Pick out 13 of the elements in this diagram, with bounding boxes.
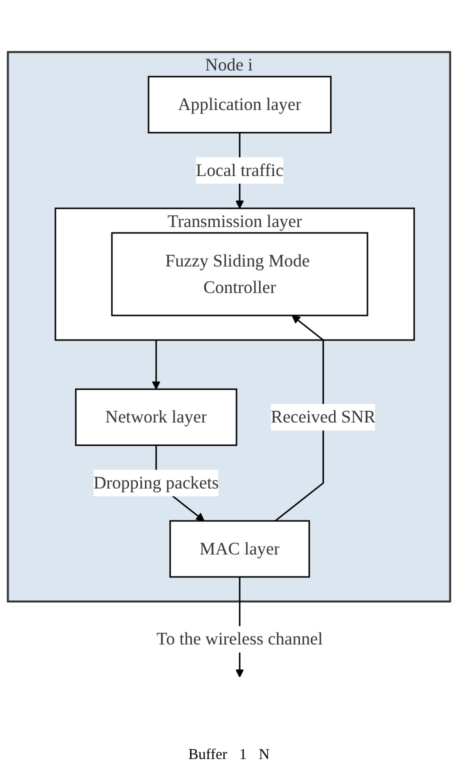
edge-label: Dropping packets: [94, 472, 219, 492]
node-box: Application layer: [148, 76, 332, 134]
edge-label: To the wireless channel: [156, 629, 323, 649]
arrow: [274, 315, 324, 522]
arrow: [152, 340, 160, 390]
edge-label: Received SNR: [270, 406, 376, 427]
buffer-label: Buffer: [188, 747, 228, 764]
edge-label: Local traffic: [196, 160, 284, 180]
node-box: Network layer: [75, 388, 238, 446]
buffer-label: N: [258, 747, 270, 764]
buffer-label: 1: [239, 747, 247, 764]
node-box: Fuzzy Sliding Mode Controller: [111, 232, 368, 316]
node-box: MAC layer: [169, 520, 310, 578]
